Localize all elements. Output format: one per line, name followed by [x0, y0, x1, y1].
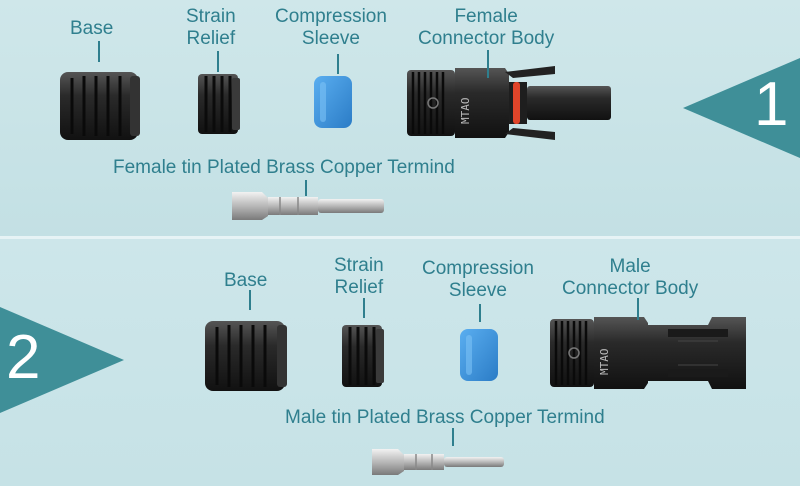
strain-relief-2 [342, 325, 384, 387]
step-number-2: 2 [6, 323, 41, 392]
arrow-1 [683, 58, 800, 158]
label-terminal-2: Male tin Plated Brass Copper Termind [285, 407, 605, 428]
body-marking-1: MTAO [459, 98, 472, 125]
compression-sleeve-2 [460, 329, 498, 381]
step-number-1: 1 [754, 70, 789, 139]
label-terminal-1: Female tin Plated Brass Copper Termind [113, 157, 455, 178]
base-nut-1 [60, 72, 140, 140]
compression-sleeve-1 [314, 76, 352, 128]
female-terminal [232, 192, 384, 220]
body-marking-2: MTAO [598, 349, 611, 376]
arrow-2 [0, 307, 124, 413]
strain-relief-1 [198, 74, 240, 134]
base-nut-2 [205, 321, 287, 391]
label-base-2: Base [224, 270, 268, 291]
male-terminal [372, 449, 504, 475]
label-base-1: Base [70, 18, 114, 39]
male-connector-body: MTAO [550, 317, 746, 389]
female-connector-body: MTAO [407, 66, 611, 140]
